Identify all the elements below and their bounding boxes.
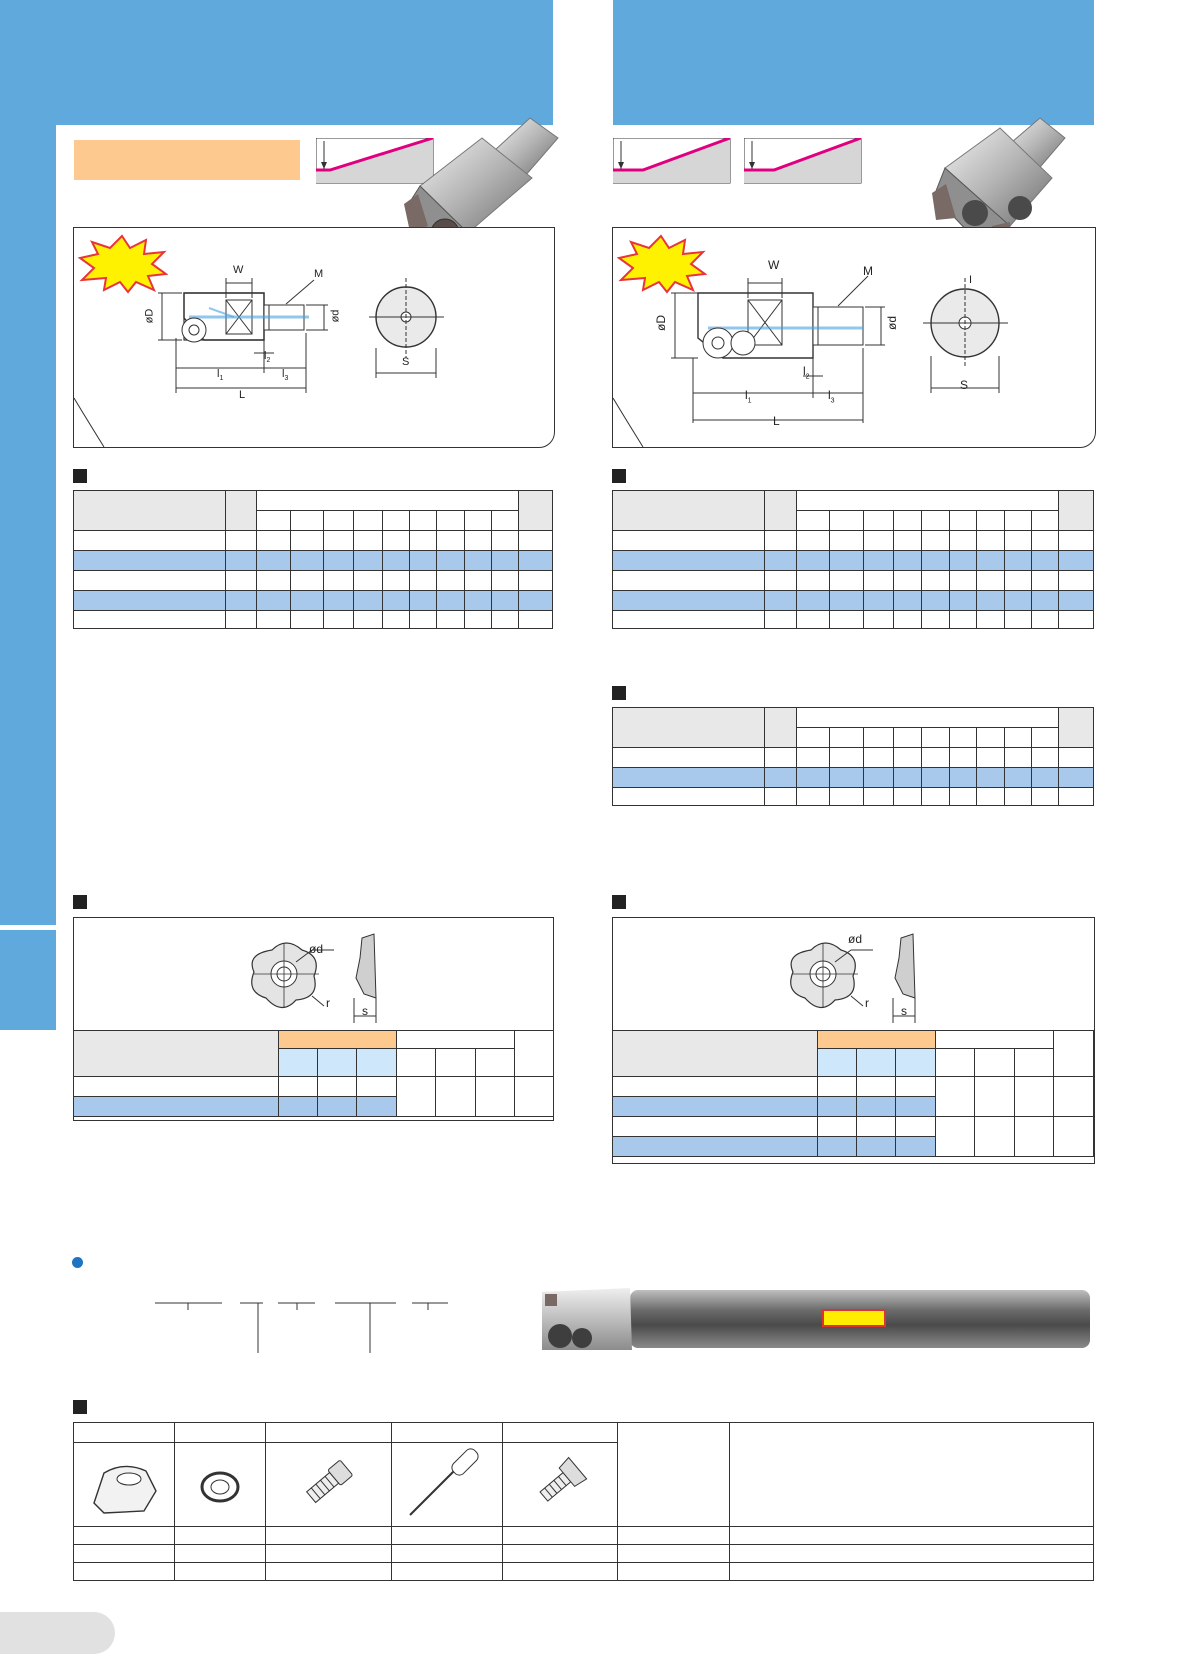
dim-S: S [960,378,969,392]
table-row [612,1116,1095,1157]
table-row [73,550,553,571]
table-row [73,1076,555,1117]
technical-drawing-left [74,278,444,447]
table-row [611,570,1094,591]
table-row [611,550,1094,571]
table-row [73,1562,1094,1581]
starburst-icon [616,234,707,294]
dim-W: W [768,258,780,272]
table-row [73,570,553,591]
black-square-icon [73,1400,87,1414]
spec-table-right [611,490,1094,629]
insert-drawing-right [790,933,916,1023]
angle-diagram-left [316,138,434,184]
dim-M: M [863,264,873,278]
dim-D: øD [654,315,668,331]
header-band-right [613,0,1094,125]
side-tab-upper [0,125,56,925]
page-number-tab [0,1612,115,1654]
side-tab-lower [0,930,56,1030]
dim-I: I [969,274,973,286]
table-row [611,530,1094,551]
screwdriver-icon [391,1442,503,1527]
shank-arbor-photo [542,1288,1090,1350]
table-row [612,1076,1095,1117]
cutter-photo-right [932,117,1066,244]
insert-dim-r: r [865,996,869,1010]
dim-W: W [233,264,244,276]
table-row [611,610,1094,629]
insert-dim-s: s [901,1004,907,1018]
dim-l1: l1 [745,388,752,405]
table-row [611,747,1094,768]
clamp-screw-icon [265,1442,392,1527]
insert-drawing-left [251,933,377,1023]
table-row [611,590,1094,611]
dim-l3: l3 [282,368,289,383]
dim-l1: l1 [217,368,224,383]
insert-screw-icon [502,1442,618,1527]
drawing-card-left: W M øD ød l2 l1 l3 L S [73,227,555,448]
black-square-icon [73,469,87,483]
angle-diagram-right-2 [744,138,862,184]
header-band-left [0,0,553,125]
table-row [73,1096,554,1117]
insert-dim-r: r [326,996,330,1010]
blue-dot-icon [72,1257,83,1268]
insert-dim-s: s [362,1004,368,1018]
spec-table-right-2 [611,707,1094,806]
table-row [611,787,1094,806]
spring-washer-icon [174,1442,266,1527]
table-row [612,1136,1094,1157]
table-row [612,1096,1094,1117]
dim-l2: l2 [264,350,271,365]
clamp-icon [73,1442,175,1527]
ordering-code-diagram [155,1302,448,1353]
black-square-icon [73,895,87,909]
dim-l2: l2 [803,364,810,381]
spec-table-left [73,490,553,629]
dim-d: ød [329,309,342,323]
dim-L: L [239,389,246,401]
table-row [73,610,553,629]
table-row [73,1544,1094,1563]
insert-table-left [73,1030,555,1117]
table-row [73,590,553,611]
insert-box-left: ød r s [73,917,554,1121]
dim-D: øD [143,308,156,324]
dim-S: S [402,356,410,368]
table-row [73,1526,1094,1545]
table-row [73,530,553,551]
insert-table-right [612,1030,1095,1157]
black-square-icon [612,469,626,483]
series-title-bar [74,140,300,180]
starburst-icon [77,234,168,294]
dim-L: L [773,414,780,428]
dim-d: ød [885,315,900,331]
angle-diagram-right-1 [613,138,731,184]
black-square-icon [612,895,626,909]
insert-dim-d: ød [848,932,863,946]
parts-table [73,1422,1094,1581]
dim-l3: l3 [828,388,835,405]
drawing-card-right: W M øD ød I l2 l1 l3 L S [612,227,1096,448]
black-square-icon [612,686,626,700]
dim-M: M [314,268,324,280]
table-row [611,767,1094,788]
insert-dim-d: ød [309,942,324,956]
technical-drawing-right [613,275,1008,447]
